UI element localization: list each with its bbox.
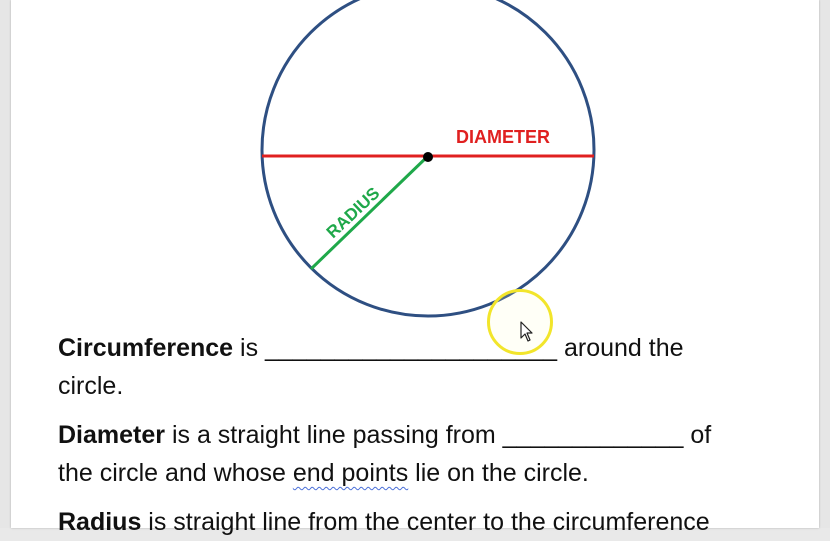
diameter-blank[interactable]: _____________ [502,421,684,449]
radius-label: RADIUS [323,184,384,242]
circle-outline [260,0,596,318]
center-point [423,152,433,162]
diameter-term: Diameter [58,421,165,449]
circle-diagram: DIAMETER RADIUS [260,0,596,318]
mouse-pointer-icon [520,321,533,342]
radius-term: Radius [58,508,142,536]
diameter-text-4: lie on the circle. [408,459,589,487]
diameter-text-1: is a straight line passing from [165,421,503,449]
circumference-term: Circumference [58,334,234,362]
circumference-text-3: circle. [58,372,124,400]
diameter-text-3: the circle and whose [58,459,293,487]
circumference-text-2: around the [557,334,684,362]
cursor-highlight-ring [487,289,553,355]
radius-text: is straight line from the center to the … [141,508,710,536]
diameter-label: DIAMETER [456,127,550,147]
radius-line [309,154,430,271]
spelling-flagged-text[interactable]: end points [292,459,409,487]
circumference-definition: Circumference is _____________________ a… [58,329,788,405]
circumference-text-1: is [233,334,266,362]
diameter-text-2: of [683,421,712,449]
diameter-definition: Diameter is a straight line passing from… [58,416,788,492]
document-page [11,0,819,528]
radius-definition: Radius is straight line from the center … [58,503,788,541]
